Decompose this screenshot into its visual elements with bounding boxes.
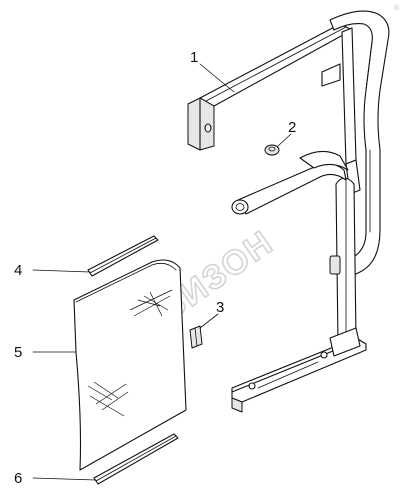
base-foot-bracket — [231, 327, 367, 413]
callout-1: 1 — [190, 49, 198, 66]
glass-reflection-marks — [87, 289, 173, 417]
part-3-seal-insert — [189, 325, 203, 349]
part-4-upper-seal-strip — [87, 235, 159, 277]
callout-6: 6 — [14, 470, 22, 487]
leader-lines — [32, 63, 292, 481]
part-1-upper-frame-bar — [187, 23, 353, 151]
part-6-lower-seal-strip — [93, 433, 179, 485]
callout-5: 5 — [14, 344, 22, 361]
callout-4: 4 — [14, 262, 22, 279]
part-2-grommet — [264, 144, 280, 156]
callout-2: 2 — [288, 119, 296, 136]
callout-3: 3 — [216, 299, 224, 316]
watermark-registered-mark: ® — [394, 4, 400, 12]
part-5-glass-pane — [73, 259, 187, 471]
right-vertical-frame — [231, 10, 390, 345]
